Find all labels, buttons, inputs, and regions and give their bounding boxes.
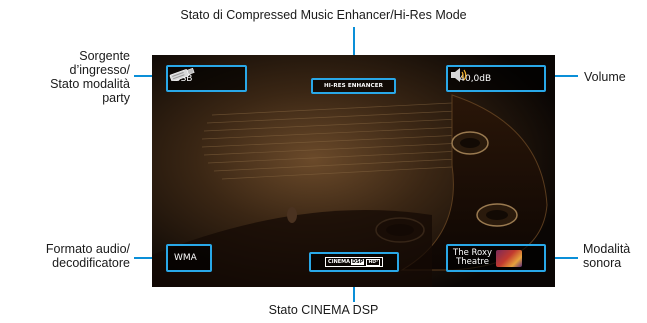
cinema-dsp-logo: CINEMA DSP HD³	[325, 257, 383, 267]
callout-input-source: Sorgente d’ingresso/ Stato modalità part…	[22, 49, 130, 105]
input-source-indicator: USB	[166, 65, 247, 92]
callout-volume: Volume	[584, 70, 626, 84]
usb-stick-icon	[168, 67, 196, 81]
hires-enhancer-indicator: HI-RES ENHANCER	[311, 78, 396, 94]
callout-cinema-dsp: Stato CINEMA DSP	[0, 303, 647, 317]
hires-enhancer-text: HI-RES ENHANCER	[324, 83, 383, 89]
sound-mode-indicator: The Roxy Theatre	[446, 244, 546, 272]
sound-mode-text: The Roxy Theatre	[453, 249, 492, 267]
callout-sound-mode: Modalità sonora	[583, 242, 630, 270]
tv-screen: USB HI-RES ENHANCER -40,0dB WMA CINEMA D…	[152, 55, 555, 287]
speaker-icon	[448, 67, 468, 83]
volume-indicator: -40,0dB	[446, 65, 546, 92]
audio-format-text: WMA	[174, 253, 197, 263]
callout-audio-format: Formato audio/ decodificatore	[10, 242, 130, 270]
audio-format-indicator: WMA	[166, 244, 212, 272]
callout-enhancer-status: Stato di Compressed Music Enhancer/Hi-Re…	[0, 8, 647, 22]
theatre-thumbnail-icon	[496, 250, 522, 267]
cinema-dsp-indicator: CINEMA DSP HD³	[309, 252, 399, 272]
